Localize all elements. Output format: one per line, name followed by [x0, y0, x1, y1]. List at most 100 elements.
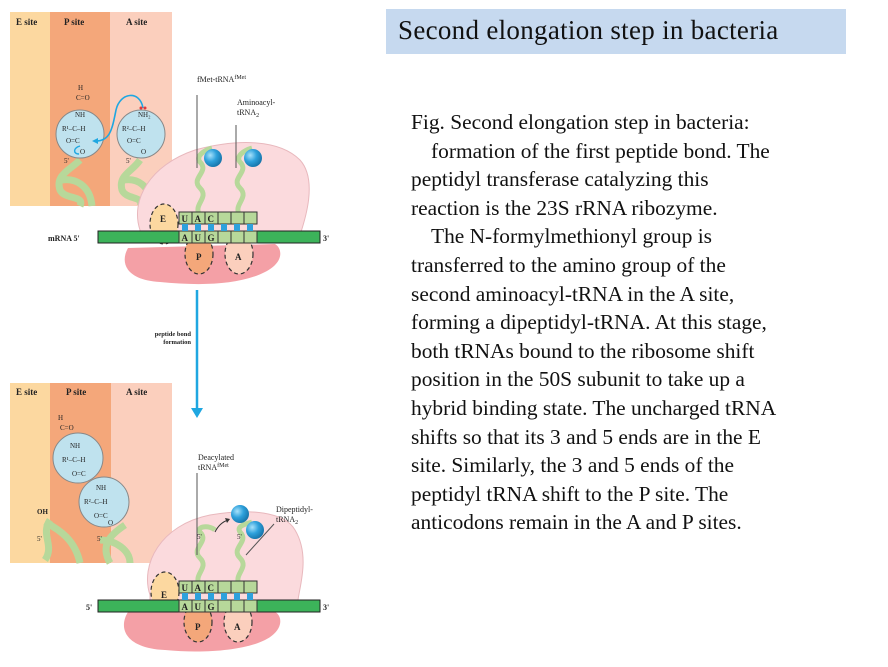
anticodon-box — [230, 580, 245, 594]
chem-text: NH — [75, 111, 85, 119]
caption-line: both tRNAs bound to the ribosome shift — [411, 338, 755, 363]
codon-base: U — [195, 602, 202, 612]
chem-text: NH — [96, 484, 106, 492]
site-p-letter: P — [196, 252, 202, 262]
leader-line — [245, 523, 275, 556]
mrna-label: mRNA 5' — [48, 234, 80, 243]
electron-arrow — [73, 145, 81, 155]
site-a-letter: A — [234, 622, 241, 632]
bottom-panel: E site P site A site H C=O NH R¹–C–H O=C… — [10, 383, 329, 652]
codon-base: A — [182, 233, 189, 243]
aminoacyl-amino-acid-circle — [116, 109, 166, 159]
five-prime-mark: 5' — [237, 533, 242, 541]
dipeptidyl-trna-label: tRNA2 — [276, 515, 298, 526]
anticodon-base: U — [182, 583, 189, 593]
anticodon-base: A — [195, 214, 202, 224]
base-pair — [234, 593, 240, 600]
a-site-column — [111, 383, 172, 563]
base-pair — [182, 593, 188, 600]
caption-line: site. Similarly, the 3 and 5 ends of the — [411, 453, 734, 478]
peptidyl-amino-acid-circle — [55, 109, 105, 159]
anticodon-box — [243, 580, 258, 594]
amino-acid-1-circle — [52, 432, 104, 484]
chem-text: NH₂ — [138, 111, 151, 119]
p-site-label: P site — [66, 387, 86, 397]
trna-fmet — [194, 145, 213, 217]
site-a-letter: A — [235, 252, 242, 262]
codon-box — [230, 599, 245, 613]
attack-arrow — [93, 94, 144, 142]
caption-line: forming a dipeptidyl-tRNA. At this stage… — [411, 310, 767, 335]
slide-title: Second elongation step in bacteria — [398, 15, 779, 45]
amino-acid-2-circle — [78, 476, 130, 528]
base-pair — [208, 593, 214, 600]
chem-text: R²–C–H — [122, 125, 146, 133]
chem-text: R¹–C–H — [62, 456, 86, 464]
caption-line: transferred to the amino group of the — [411, 252, 726, 277]
anticodon-base: C — [208, 583, 215, 593]
caption-line: The N-formylmethionyl group is — [431, 224, 713, 249]
anticodon-box — [243, 211, 258, 225]
trna-deacyl-knot — [43, 518, 84, 564]
e-site-label: E site — [16, 17, 37, 27]
codon-box — [230, 230, 245, 244]
base-pair — [247, 593, 253, 600]
codon-base: G — [208, 602, 215, 612]
fmet-trna-label: fMet-tRNAfMet — [197, 74, 246, 84]
deacylated-label: Deacylated — [198, 453, 234, 462]
trna-dipeptidyl — [234, 519, 253, 587]
base-pair — [221, 593, 227, 600]
anticodon-box — [217, 211, 232, 225]
caption-line: position in the 50S subunit to take up a — [411, 367, 745, 392]
chem-text: H — [78, 84, 83, 92]
codon-box — [217, 230, 232, 244]
chem-text: H — [58, 414, 63, 422]
site-p-letter: P — [195, 622, 201, 632]
slide-title-box: Second elongation step in bacteria — [386, 9, 846, 54]
caption-line: formation of the first peptide bond. The — [431, 138, 770, 163]
a-site-label: A site — [126, 17, 147, 27]
dipeptidyl-label: Dipeptidyl- — [276, 505, 313, 514]
caption-line: anticodons remain in the A and P sites. — [411, 510, 742, 535]
caption-line: peptidyl transferase catalyzing this — [411, 167, 709, 192]
chem-text: R¹–C–H — [62, 125, 86, 133]
site-e-letter: E — [160, 214, 166, 224]
codon-base: G — [208, 233, 215, 243]
caption-line: hybrid binding state. The uncharged tRNA — [411, 395, 777, 420]
transition-arrowhead — [191, 408, 203, 418]
top-panel: E site P site A site H C=O NH R¹–C–H O=C… — [10, 12, 329, 285]
base-pair — [195, 593, 201, 600]
caption-line: reaction is the 23S rRNA ribozyme. — [411, 195, 718, 220]
fmet-ball — [231, 505, 249, 523]
chem-text: O — [108, 519, 113, 527]
chem-text: O=C — [94, 512, 108, 520]
chem-text: C=O — [60, 424, 74, 432]
deacylated-trna-label: tRNAfMet — [198, 462, 229, 472]
figure-caption: Fig. Second elongation step in bacteria:… — [411, 108, 881, 537]
attack-arrowhead — [92, 138, 98, 144]
three-prime-label: 3' — [323, 234, 329, 243]
anticodon-box — [217, 580, 232, 594]
oh-label: OH — [37, 508, 48, 516]
aminoacyl-trna-label: tRNA2 — [237, 108, 259, 119]
caption-line: second aminoacyl-tRNA in the A site, — [411, 281, 735, 306]
anticodon-base: A — [195, 583, 202, 593]
chem-text: O — [80, 148, 85, 156]
trna-aminoacyl — [234, 145, 253, 217]
five-prime-mark: 5' — [64, 157, 69, 165]
amino-acid-ball — [246, 521, 264, 539]
five-prime-mark: 5' — [37, 535, 42, 543]
fmet-ball — [204, 149, 222, 167]
base-pair — [234, 224, 240, 231]
p-site-label: P site — [64, 17, 84, 27]
chem-text: R²–C–H — [84, 498, 108, 506]
e-site-label: E site — [16, 387, 37, 397]
arrow-label: formation — [163, 339, 191, 346]
five-prime-mark: 5' — [97, 535, 102, 543]
transfer-arrowhead — [225, 518, 230, 523]
e-site-column — [10, 12, 50, 206]
aminoacyl-label: Aminoacyl- — [237, 98, 276, 107]
